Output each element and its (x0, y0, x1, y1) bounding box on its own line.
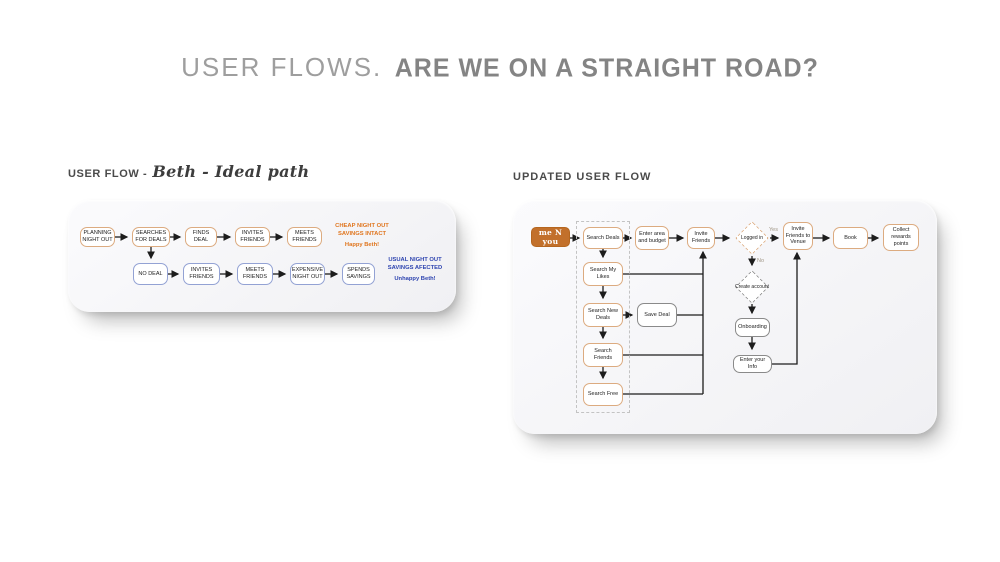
step-search-friends: Search Friends (583, 343, 623, 367)
step-searches-for-deals: SEARCHES FOR DEALS (132, 227, 170, 247)
beth-flow-card: PLANNING NIGHT OUT SEARCHES FOR DEALS FI… (68, 200, 456, 312)
right-heading-caps: UPDATED USER FLOW (513, 171, 652, 183)
step-search-deals: Search Deals (583, 227, 623, 249)
happy-note-line3: Happy Beth! (344, 242, 380, 249)
step-spends-savings: SPENDS SAVINGS (342, 263, 375, 285)
step-finds-deal: FINDS DEAL (185, 227, 217, 247)
happy-note-line2: SAVINGS INTACT (337, 230, 387, 237)
step-book: Book (833, 227, 868, 249)
sad-note-line1: USUAL NIGHT OUT (388, 257, 442, 263)
title-marker: ARE WE ON A STRAIGHT ROAD? (394, 53, 819, 83)
beth-flow-connectors (115, 233, 339, 278)
step-search-free: Search Free (583, 383, 623, 406)
step-meets-friends-sad: MEETS FRIENDS (237, 263, 273, 285)
step-enter-your-info: Enter your Info (733, 355, 772, 373)
step-search-my-likes: Search My Likes (583, 262, 623, 286)
left-heading-script: Beth - Ideal path (152, 162, 310, 181)
search-options-zone (576, 221, 630, 413)
step-invite-friends-to-venue: Invite Friends to Venue (783, 222, 813, 250)
happy-outcome-note: CHEAP NIGHT OUT SAVINGS INTACT Happy Bet… (327, 223, 397, 248)
happy-note-line1: CHEAP NIGHT OUT (335, 223, 389, 229)
step-planning-night-out: PLANNING NIGHT OUT (80, 227, 115, 247)
left-section-heading: USER FLOW - Beth - Ideal path (68, 162, 309, 181)
step-onboarding: Onboarding (735, 318, 770, 337)
left-heading-caps: USER FLOW - (68, 168, 148, 180)
right-section-heading: UPDATED USER FLOW (513, 171, 651, 183)
step-search-new-deals: Search New Deals (583, 303, 623, 327)
step-meets-friends-happy: MEETS FRIENDS (287, 227, 322, 247)
step-no-deal: NO DEAL (133, 263, 168, 285)
sad-note-line3: Unhappy Beth! (394, 276, 436, 283)
step-invites-friends-happy: INVITES FRIENDS (235, 227, 270, 247)
sad-note-line2: SAVINGS AFECTED (387, 264, 443, 271)
yes-edge-label: Yes (769, 227, 778, 233)
create-account-label: Create account (735, 284, 769, 290)
updated-flow-card: me N you Search Deals Search My Likes Se… (513, 200, 937, 434)
step-invite-friends: Invite Friends (687, 227, 715, 249)
decision-logged-in: Logged in (735, 221, 769, 255)
updated-flow-connectors (570, 234, 880, 395)
brand-start-node: me N you (531, 227, 570, 247)
no-edge-label: No (757, 258, 765, 264)
decision-create-account: Create account (735, 270, 769, 304)
step-invites-friends-sad: INVITES FRIENDS (183, 263, 220, 285)
step-save-deal: Save Deal (637, 303, 677, 327)
step-collect-rewards: Collect rewards points (883, 224, 919, 251)
page-title: USER FLOWS. ARE WE ON A STRAIGHT ROAD? (0, 52, 1000, 83)
logged-in-label: Logged in (741, 235, 763, 241)
title-plain: USER FLOWS. (181, 52, 383, 82)
step-expensive-night-out: EXPENSIVE NIGHT OUT (290, 263, 325, 285)
step-enter-area-budget: Enter area and budget (635, 226, 669, 250)
sad-outcome-note: USUAL NIGHT OUT SAVINGS AFECTED Unhappy … (379, 257, 451, 282)
